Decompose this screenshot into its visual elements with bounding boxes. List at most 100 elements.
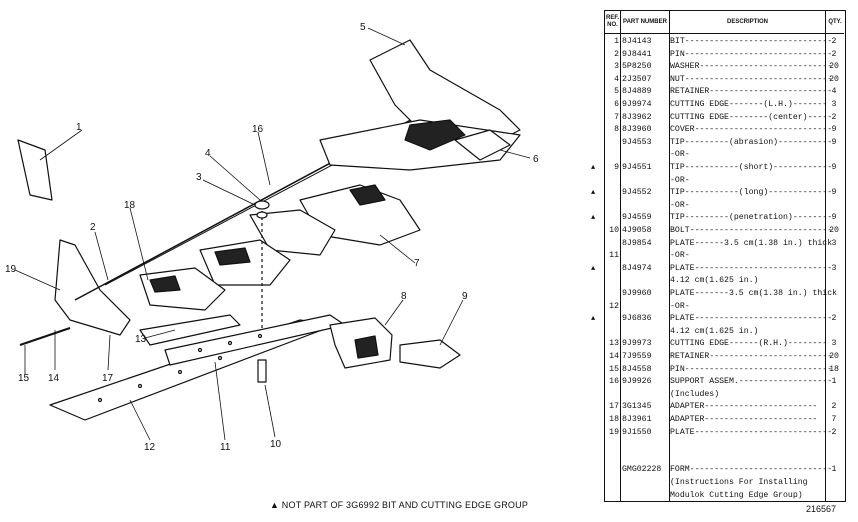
not-part-marker: ▲: [591, 214, 596, 223]
qty-cell: 3: [831, 238, 837, 248]
ref-cell: 13: [609, 339, 619, 349]
not-part-marker: ▲: [591, 264, 596, 273]
ref-cell: 9: [614, 163, 619, 172]
qty-cell: 2: [831, 402, 837, 412]
description-cell: COVER----------------------------: [670, 125, 833, 135]
part-number-cell: 9J6836: [622, 314, 652, 324]
description-cell: PIN------------------------------: [670, 49, 833, 59]
header-ref: REF. NO.: [605, 11, 620, 34]
qty-cell: 4: [831, 87, 837, 97]
part-number-cell: 7J9559: [622, 352, 652, 361]
description-cell: BOLT-----------------------------: [670, 226, 833, 235]
part-number-cell: 9J4553: [622, 137, 652, 147]
callout-7: 7: [414, 258, 420, 269]
part-number-cell: 8J9854: [622, 238, 652, 248]
qty-cell: 2: [831, 112, 837, 122]
ref-cell: 8: [614, 125, 619, 135]
callout-11: 11: [220, 442, 231, 453]
part-number-cell: 9J4559: [622, 213, 652, 223]
description-cell: (Includes): [670, 389, 720, 399]
part-number-cell: 8J3960: [622, 125, 652, 135]
qty-cell: 7: [831, 415, 837, 424]
qty-cell: 3: [831, 100, 837, 109]
description-cell: TIP---------(abrasion)-----------: [670, 137, 833, 147]
description-cell: CUTTING EDGE--------(center)-----: [670, 112, 833, 122]
callout-19: 19: [5, 264, 17, 275]
part-number-cell: 9J9926: [622, 377, 652, 387]
callout-12: 12: [144, 442, 156, 453]
description-cell: PLATE----------------------------: [670, 427, 833, 437]
not-part-marker: ▲: [591, 164, 596, 172]
description-cell: PLATE-------3.5 cm(1.38 in.) thick: [670, 289, 838, 298]
description-cell: PLATE------3.5 cm(1.38 in.) thick: [670, 238, 833, 248]
ref-cell: 3: [614, 62, 619, 72]
ref-cell: 18: [609, 415, 619, 424]
support-plate-upper: [17, 139, 53, 201]
table-row: -OR-: [605, 175, 845, 187]
header-part-number: PART NUMBER: [621, 11, 669, 34]
callout-5: 5: [360, 22, 366, 33]
callout-17: 17: [102, 373, 114, 384]
description-cell: TIP---------(penetration)--------: [670, 213, 833, 223]
callout-9: 9: [462, 291, 468, 302]
description-cell: -OR-: [670, 200, 690, 210]
part-number-cell: 8J4143: [622, 37, 652, 46]
description-cell: TIP-----------(short)------------: [670, 163, 833, 172]
qty-cell: 2: [831, 427, 837, 437]
part-number-cell: 9J9973: [622, 339, 652, 349]
part-number-cell: 9J9960: [622, 289, 652, 298]
ref-cell: 7: [614, 112, 619, 122]
description-cell: -OR-: [670, 301, 690, 311]
description-cell: CUTTING EDGE-------(L.H.)-------: [670, 100, 828, 109]
part-number-cell: GMG02228: [622, 465, 662, 475]
callout-13: 13: [135, 334, 147, 345]
description-cell: PLATE----------------------------: [670, 263, 833, 273]
part-number-cell: 9J9974: [622, 100, 652, 109]
ref-cell: 12: [609, 301, 619, 311]
qty-cell: 20: [829, 62, 839, 72]
description-cell: PIN------------------------------: [670, 364, 833, 374]
exploded-parts-diagram: 1 2 3 4 5 6 7 8 9 10 11 12 13 14 15 16 1…: [5, 22, 539, 453]
qty-cell: 2: [831, 49, 837, 59]
ref-cell: 10: [609, 226, 619, 235]
ref-cell: 14: [609, 352, 619, 361]
ref-cell: 1: [614, 37, 619, 46]
ref-cell: 5: [614, 87, 619, 97]
header-description: DESCRIPTION: [670, 11, 825, 34]
description-cell: ADAPTER-----------------------: [670, 415, 818, 424]
ref-cell: 15: [609, 364, 619, 374]
description-cell: Modulok Cutting Edge Group): [670, 490, 803, 500]
part-number-cell: 3G1345: [622, 402, 652, 412]
description-cell: -OR-: [670, 251, 690, 261]
description-cell: -OR-: [670, 150, 690, 160]
description-cell: 4.12 cm(1.625 in.): [670, 276, 759, 286]
qty-cell: 3: [831, 339, 837, 349]
ref-cell: 2: [614, 49, 619, 59]
part-number-cell: 9J1550: [622, 427, 652, 437]
ref-cell: 19: [609, 427, 619, 437]
ref-cell: 16: [609, 377, 619, 387]
description-cell: CUTTING EDGE------(R.H.)--------: [670, 339, 828, 349]
table-row: 4.12 cm(1.625 in.): [605, 326, 845, 338]
ref-cell: 11: [609, 251, 619, 261]
table-row: (Instructions For Installing: [605, 477, 845, 489]
qty-cell: 20: [829, 74, 839, 84]
table-row: 9J9960 PLATE-------3.5 cm(1.38 in.) thick: [605, 288, 845, 300]
description-cell: 4.12 cm(1.625 in.): [670, 326, 759, 336]
qty-cell: 1: [831, 377, 837, 387]
